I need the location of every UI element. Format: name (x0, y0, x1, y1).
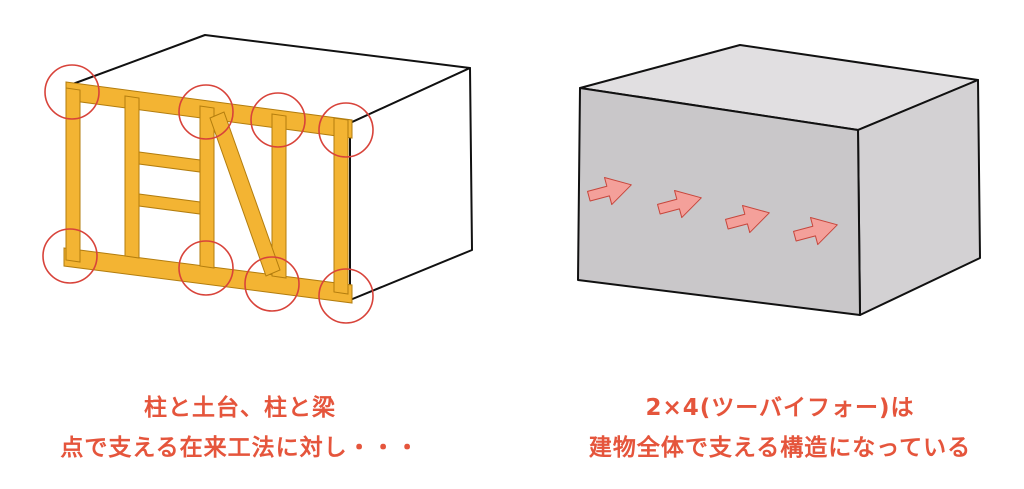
joint-circle (178, 240, 234, 296)
sill (63, 247, 353, 304)
left-caption-line2: 点で支える在来工法に対し・・・ (60, 435, 420, 461)
left-caption: 柱と土台、柱と梁 点で支える在来工法に対し・・・ (30, 388, 450, 468)
load-arrows (587, 177, 838, 246)
diagonal-brace (209, 111, 281, 277)
box-front-face (577, 87, 861, 316)
post-center-left (124, 95, 140, 259)
joint-circle (250, 92, 306, 148)
left-caption-line1: 柱と土台、柱と梁 (144, 395, 336, 421)
timber-frame (63, 81, 353, 304)
post-center-right (271, 113, 287, 279)
post-center (199, 105, 215, 269)
post-left (65, 87, 81, 263)
brace-upper (138, 151, 201, 173)
joint-circle (44, 64, 100, 120)
joint-markers (42, 64, 374, 324)
right-caption-line1: 2×4(ツーバイフォー)は (645, 395, 915, 421)
brace-lower (138, 193, 201, 215)
two-by-four-box (577, 44, 981, 316)
force-arrow (725, 205, 770, 234)
joint-circle (244, 256, 300, 312)
post-right (333, 117, 349, 295)
joint-circle (318, 268, 374, 324)
right-caption-line2: 建物全体で支える構造になっている (588, 435, 972, 461)
joint-circle (42, 228, 98, 284)
force-arrow (793, 217, 838, 246)
right-caption: 2×4(ツーバイフォー)は 建物全体で支える構造になっている (560, 388, 1000, 468)
force-arrow (657, 190, 702, 219)
force-arrow (587, 177, 632, 206)
joint-circle (318, 102, 374, 158)
joint-circle (178, 84, 234, 140)
